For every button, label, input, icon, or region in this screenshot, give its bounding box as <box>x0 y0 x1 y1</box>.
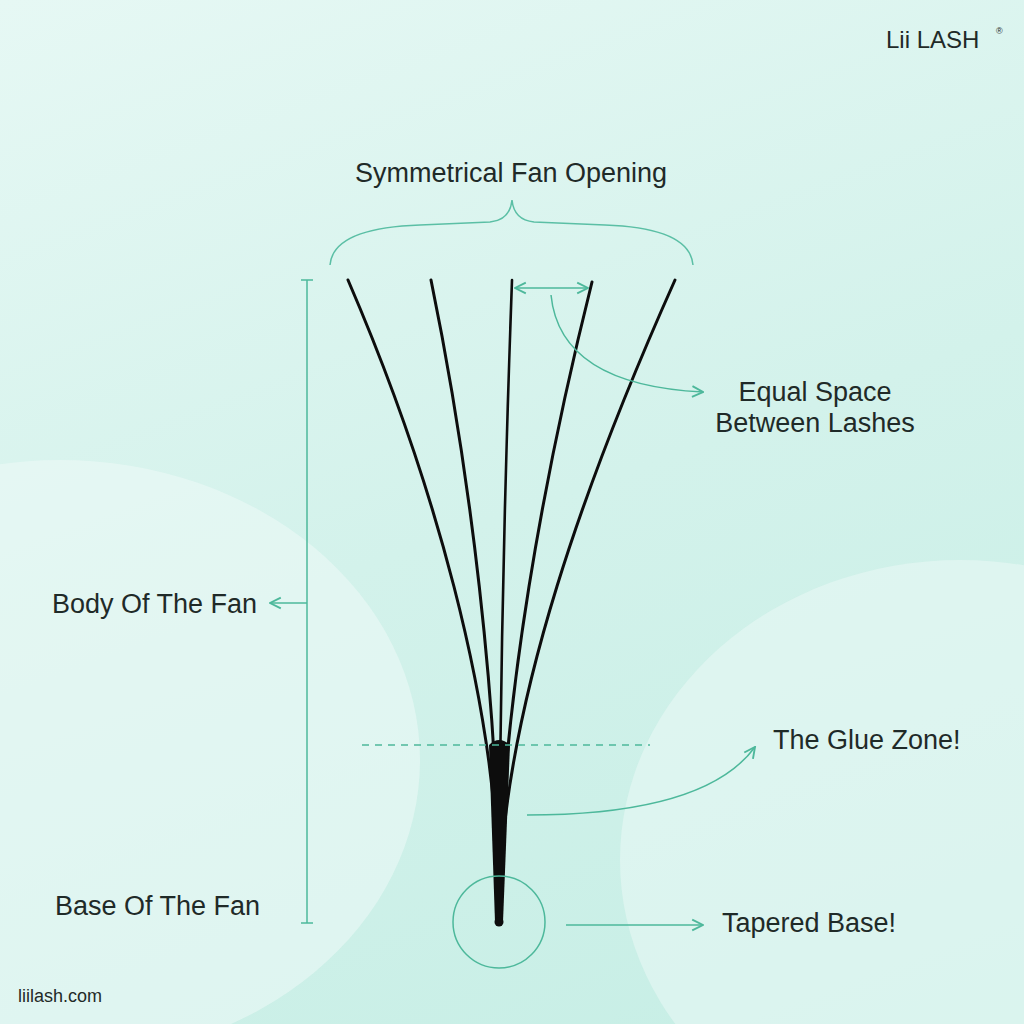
background-blob <box>620 560 1024 1024</box>
trademark: ® <box>996 26 1003 36</box>
base-tip <box>495 918 504 927</box>
base-circle <box>453 876 545 968</box>
website: liilash.com <box>18 986 102 1007</box>
fan-label: Tapered Base! <box>722 908 896 939</box>
length-bracket <box>270 280 313 923</box>
brand-logo: Lii LASH <box>886 26 979 54</box>
leader-line <box>551 295 703 392</box>
leader-line <box>566 924 703 926</box>
fan-label: The Glue Zone! <box>773 725 961 756</box>
glued-base <box>489 740 510 922</box>
opening-brace <box>330 200 693 265</box>
background-blob <box>0 460 420 1024</box>
spacing-arrow <box>515 287 588 289</box>
fan-label: Body Of The Fan <box>52 589 257 620</box>
fan-label: Base Of The Fan <box>55 891 260 922</box>
glue-line <box>362 744 650 746</box>
fan-label: Symmetrical Fan Opening <box>355 158 667 189</box>
leader-line <box>527 747 755 815</box>
lash-fan <box>348 280 675 900</box>
fan-label: Equal Space Between Lashes <box>695 377 935 439</box>
